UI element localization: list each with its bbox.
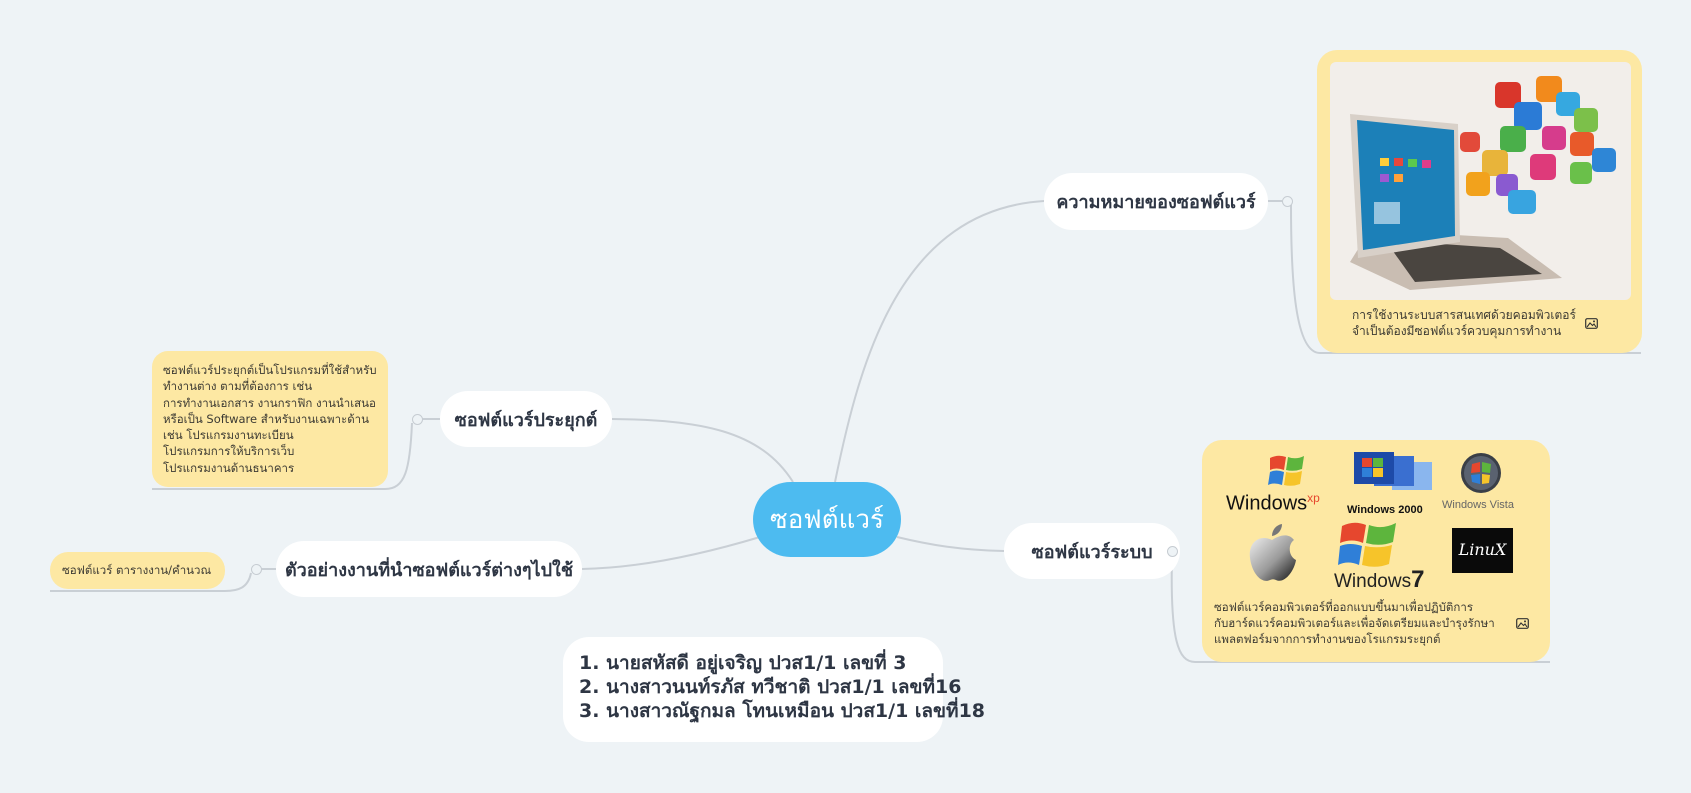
branch-knob[interactable] [1167,546,1178,557]
windows-xp-logo [1268,455,1304,486]
topic-usage-examples[interactable]: ตัวอย่างงานที่นำซอฟต์แวร์ต่างๆไปใช้ [276,541,582,597]
system-note-card[interactable]: Windowsxp Windows 2000 Windows Vista [1202,440,1550,662]
windows-7-logo [1338,522,1396,567]
topic-application-software[interactable]: ซอฟต์แวร์ประยุกต์ [440,391,612,447]
meaning-caption: การใช้งานระบบสารสนเทศด้วยคอมพิวเตอร์ จำเ… [1352,308,1576,338]
laptop-apps-image [1330,62,1631,300]
windows-vista-logo [1461,453,1501,493]
topic-meaning[interactable]: ความหมายของซอฟต์แวร์ [1044,173,1268,230]
branch-knob[interactable] [251,564,262,575]
member-item: 3. นางสาวณัฐกมล โทนเหมือน ปวส1/1 เลขที่1… [579,700,986,722]
examples-note[interactable]: ซอฟต์แวร์ ตารางงาน/คำนวณ [50,552,225,589]
application-note[interactable]: ซอฟต์แวร์ประยุกต์เป็นโปรแกรมที่ใช้สำหรับ… [152,351,388,487]
image-icon[interactable] [1585,318,1598,329]
member-item: 2. นางสาวนนท์รภัส ทวีชาติ ปวส1/1 เลขที่1… [579,676,962,698]
central-topic[interactable]: ซอฟต์แวร์ [753,482,901,557]
windows-2000-label: Windows 2000 [1347,504,1423,516]
topic-system-software[interactable]: ซอฟต์แวร์ระบบ [1004,523,1180,579]
windows-xp-label: Windowsxp [1226,491,1320,515]
apple-logo [1249,524,1296,581]
meaning-note-card[interactable]: การใช้งานระบบสารสนเทศด้วยคอมพิวเตอร์ จำเ… [1317,50,1642,353]
branch-knob[interactable] [412,414,423,425]
image-icon[interactable] [1516,618,1529,629]
linux-logo: LinuX [1452,528,1513,573]
member-item: 1. นายสหัสดี อยู่เจริญ ปวส1/1 เลขที่ 3 [579,652,907,674]
system-caption: ซอฟต์แวร์คอมพิวเตอร์ที่ออกแบบขึ้นมาเพื่อ… [1214,600,1495,646]
windows-7-label: Windows7 [1334,566,1425,593]
windows-vista-label: Windows Vista [1442,499,1514,511]
windows-2000-logo [1354,452,1432,490]
branch-knob[interactable] [1282,196,1293,207]
group-members-topic[interactable]: 1. นายสหัสดี อยู่เจริญ ปวส1/1 เลขที่ 3 2… [563,637,986,742]
